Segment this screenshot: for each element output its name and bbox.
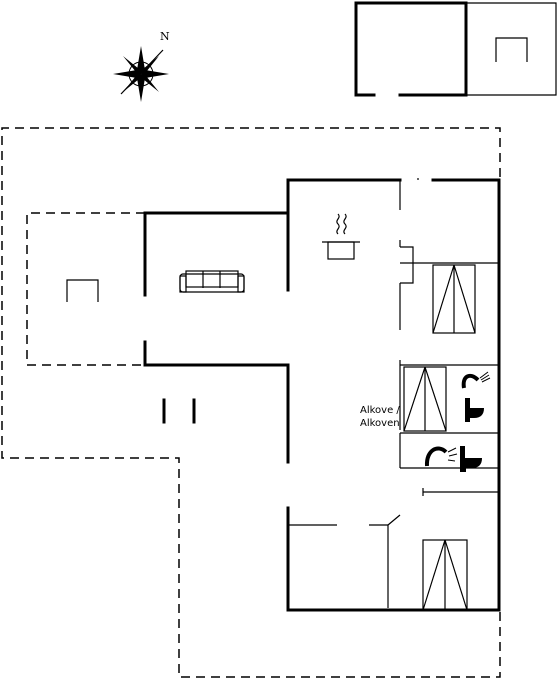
terrace-table-icon <box>66 279 99 302</box>
toilet-icon <box>465 398 484 422</box>
bed-icon <box>432 264 476 334</box>
covered-terrace-outline <box>26 212 145 366</box>
bed-icon-2 <box>422 539 468 611</box>
cooking-pot-icon <box>322 213 360 260</box>
compass-rose-icon <box>113 46 169 102</box>
annex-building <box>354 1 557 97</box>
alcove-label-line1: Alkove / <box>360 405 400 416</box>
alcove-label-line2: Alkoven <box>360 418 400 429</box>
shower-icon-2 <box>424 446 458 467</box>
toilet-icon-2 <box>460 446 482 472</box>
interior-partitions <box>288 178 499 608</box>
sofa-icon <box>179 270 245 293</box>
terrace-outline <box>1 127 501 678</box>
north-label: N <box>160 30 170 43</box>
shower-icon <box>461 371 491 389</box>
alcove-bed-icon <box>403 366 447 432</box>
annex-table-icon <box>495 37 528 62</box>
